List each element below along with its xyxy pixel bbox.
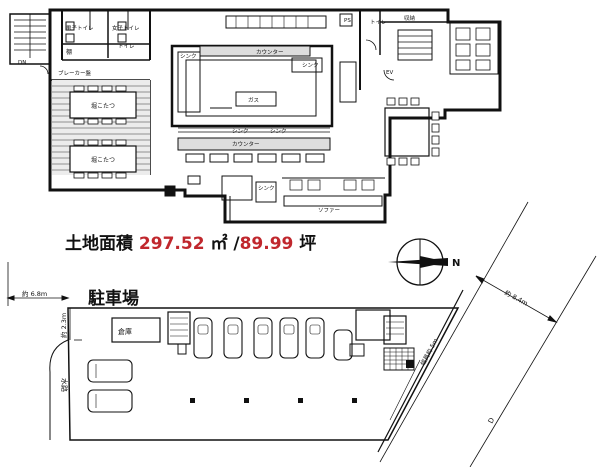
floor-plan — [9, 8, 502, 224]
north-label: N — [452, 258, 460, 269]
land-area-sqm: 297.52 — [138, 234, 205, 254]
women-toilet-label: 女子トイレ — [112, 24, 140, 32]
floor-plan-labels: 男子トイレ 女子トイレ トイレ 棚 ブレーカー盤 堀こたつ 堀こたつ カウンター… — [18, 14, 416, 214]
counter-lower-label: カウンター — [232, 140, 260, 148]
horigotatsu-lower-label: 堀こたつ — [91, 156, 115, 164]
sink-label-2: シンク — [302, 62, 319, 69]
parking-title: 駐車場 — [88, 289, 139, 309]
sofa-label: ソファー — [318, 207, 340, 214]
warehouse-label: 倉庫 — [118, 327, 132, 336]
horigotatsu-upper-label: 堀こたつ — [91, 102, 115, 110]
dn-label: DN — [18, 60, 26, 66]
dim-right-label: 約 8.4m — [503, 288, 530, 308]
ps-label: PS — [344, 18, 351, 24]
land-area-tsubo: 89.99 — [239, 234, 294, 254]
land-area-separator: / — [233, 234, 240, 254]
sink-label-1: シンク — [180, 53, 197, 60]
breaker-label: ブレーカー盤 — [58, 69, 92, 77]
land-area-summary: 土地面積 297.52 ㎡ /89.99 坪 — [65, 229, 316, 254]
toilet-label: トイレ — [118, 44, 135, 50]
storage-label: 収納 — [404, 14, 416, 22]
ev-label: EV — [386, 70, 393, 76]
waterway-label: 水路 — [60, 378, 69, 392]
men-toilet-label: 男子トイレ — [66, 25, 94, 32]
sink-label-4: シンク — [270, 128, 287, 135]
toilet-right-label: トイレ — [370, 20, 387, 26]
sink-label-3: シンク — [232, 128, 249, 135]
land-area-prefix: 土地面積 — [65, 234, 133, 254]
sink-label-5: シンク — [258, 185, 275, 192]
dim-width-left-label: 約 6.8m — [22, 289, 47, 298]
compass-rose: N — [388, 238, 460, 286]
room-mark-label: 棚 — [66, 48, 72, 56]
site-plan — [6, 201, 597, 467]
road-letter-label: D — [487, 416, 497, 425]
land-area-sqm-unit: ㎡ — [210, 234, 228, 254]
land-area-tsubo-unit: 坪 — [299, 234, 317, 254]
gas-label: ガス — [248, 96, 259, 104]
dim-height-left-label: 約 2.3m — [59, 313, 68, 338]
counter-upper-label: カウンター — [256, 48, 284, 56]
